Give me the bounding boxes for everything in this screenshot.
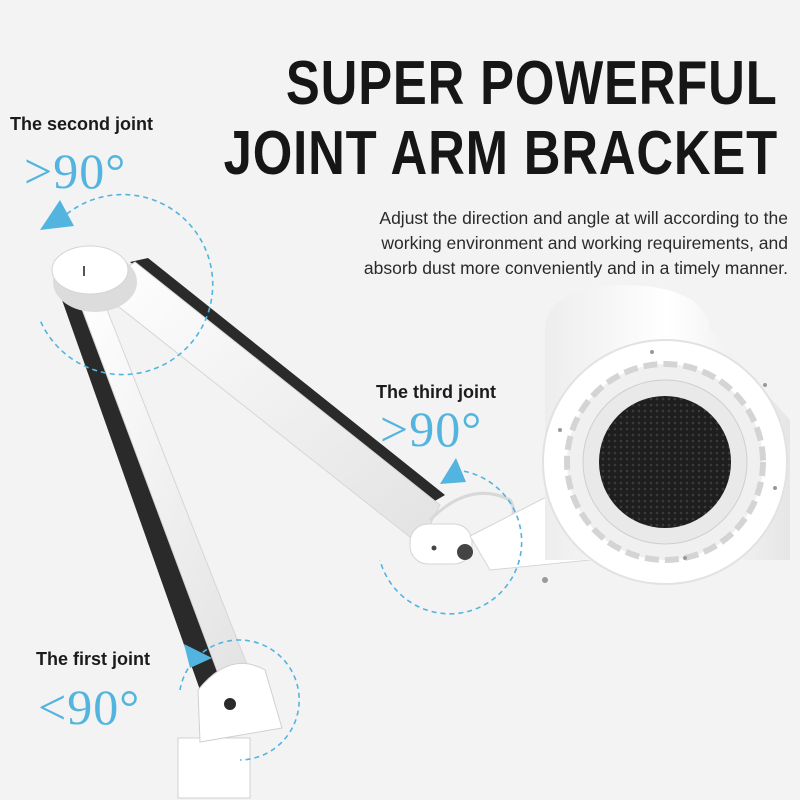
third-joint-rotation-indicator (379, 458, 523, 615)
headline-line-2: JOINT ARM BRACKET (223, 119, 778, 188)
third-joint-label: The third joint (376, 382, 496, 402)
third-joint-angle: >90° (380, 401, 483, 457)
description-line-2: working environment and working requirem… (381, 233, 788, 253)
fume-extractor-head (542, 285, 790, 585)
arrow-up-icon (40, 200, 74, 230)
arrow-right-icon (184, 644, 212, 668)
description-line-3: absorb dust more conveniently and in a t… (363, 258, 788, 278)
base-clamp (177, 662, 283, 799)
arrow-up-icon (440, 458, 466, 484)
second-joint-knob (51, 245, 137, 312)
second-joint-angle: >90° (24, 143, 127, 199)
second-joint-rotation-indicator (39, 193, 214, 376)
first-joint-angle: <90° (38, 679, 141, 735)
first-joint-rotation-indicator (179, 639, 300, 761)
description-line-1: Adjust the direction and angle at will a… (379, 208, 788, 228)
headline-line-1: SUPER POWERFUL (286, 49, 778, 118)
second-joint-label: The second joint (10, 114, 154, 134)
first-joint-label: The first joint (36, 649, 150, 669)
description: Adjust the direction and angle at will a… (268, 206, 788, 281)
